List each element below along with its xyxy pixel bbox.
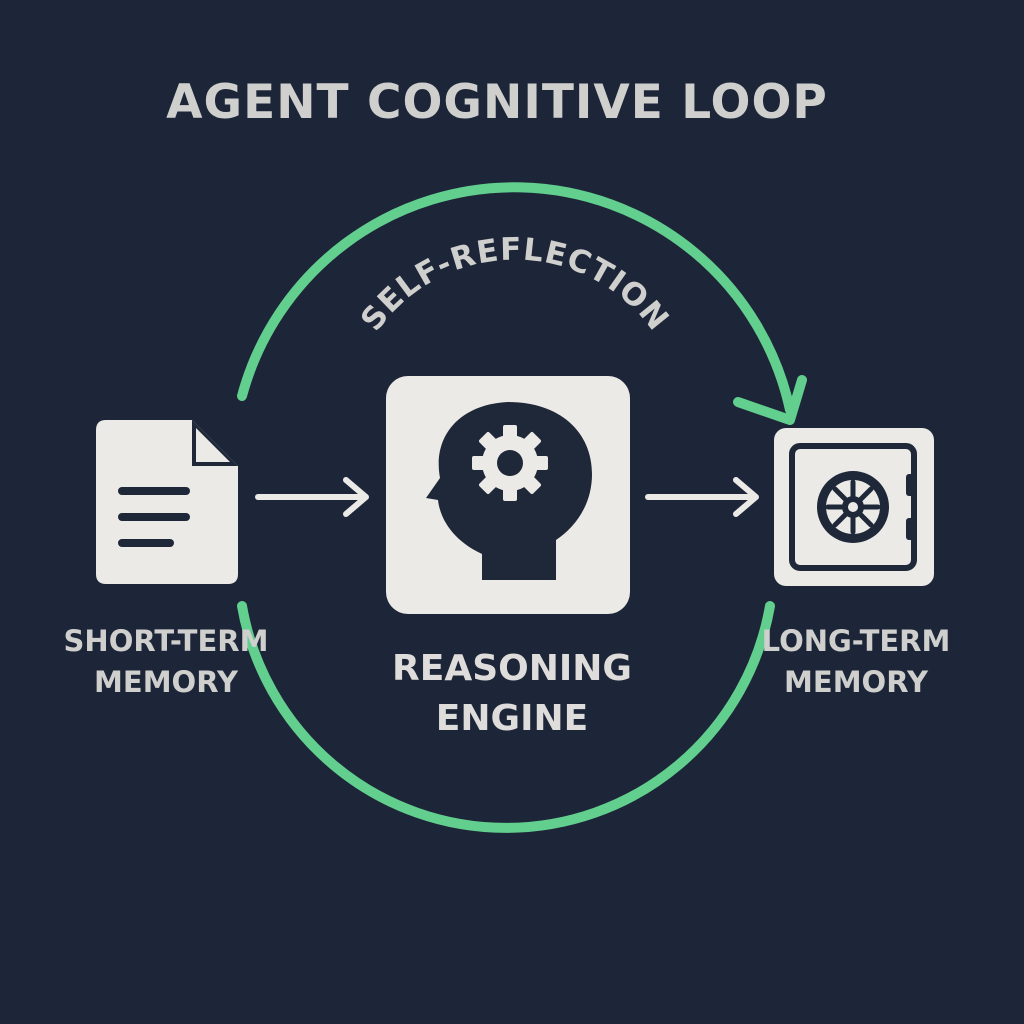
short-term-label-line1: SHORT-TERM	[64, 624, 269, 658]
self-reflection-label: SELF-REFLECTION	[354, 231, 676, 337]
arrow-reasoning-to-long	[645, 477, 759, 517]
long-term-label-line2: MEMORY	[784, 665, 929, 699]
reasoning-label-line1: REASONING	[392, 648, 632, 689]
reasoning-label-line2: ENGINE	[436, 698, 588, 739]
upper-loop-arrowhead-icon	[733, 375, 807, 425]
reasoning-engine-card	[386, 376, 630, 614]
long-term-label-line1: LONG-TERM	[762, 624, 951, 658]
arrow-short-to-reasoning	[255, 477, 369, 517]
head-gear-icon	[426, 402, 592, 580]
safe-vault-icon	[789, 443, 917, 571]
diagram-title: AGENT COGNITIVE LOOP	[166, 75, 828, 130]
document-icon	[118, 420, 238, 547]
upper-loop-arc	[237, 182, 795, 415]
short-term-label-line2: MEMORY	[94, 665, 239, 699]
lower-loop-arc	[237, 601, 775, 833]
long-term-memory-card	[774, 428, 934, 586]
short-term-memory-card	[96, 420, 238, 584]
